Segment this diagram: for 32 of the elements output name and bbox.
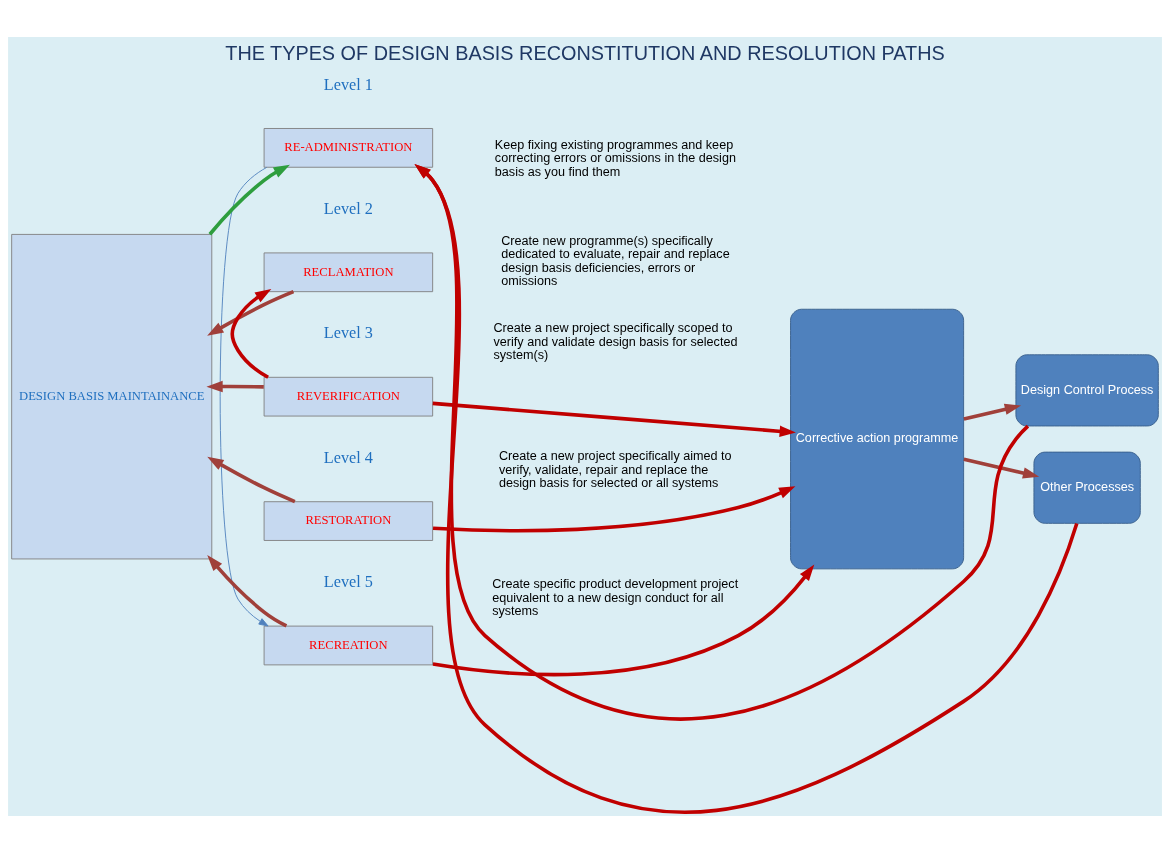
arrow [963,403,1022,421]
node-box: Other Processes [1033,451,1141,524]
node-box: RECREATION [263,625,434,666]
node-box: RESTORATION [263,501,434,541]
label: Create new programme(s) specifically dedicated to evaluate, repair and replace design basis deficiencies, errors or omissions [501,233,730,289]
node-box: RE-ADMINISTRATION [263,128,434,168]
label: Create a new project specifically scoped to verify and validate design basis for selected system(s) [493,321,738,363]
arrow [207,290,295,336]
arrow [208,164,290,236]
arrow [207,554,288,628]
node-box: REVERIFICATION [263,376,434,417]
node-box: Corrective action programme [790,308,965,570]
arrow [207,456,296,504]
label: Create specific product development project equivalent to a new design conduct for all systems [492,577,739,619]
label: Keep fixing existing programmes and keep correcting errors or omissions in the design basis as you find them [494,137,736,179]
node-label: Level 3 [323,324,373,343]
arrow [432,401,796,437]
node-box: DESIGN BASIS MAINTAINANCE [11,233,213,560]
diagram-title: THE TYPES OF DESIGN BASIS RECONSTITUTION AND RESOLUTION PATHS [225,42,945,65]
arrow [219,166,269,627]
node-box: Design Control Process [1015,354,1159,427]
node-label: Level 2 [323,200,373,219]
node-box: RECLAMATION [263,252,434,293]
arrow [206,380,264,393]
arrow [432,564,815,677]
label: Create a new project specifically aimed to verify, validate, repair and replace the design basis for selected or all systems [498,449,732,491]
arrow [432,486,796,533]
arrow [230,288,272,379]
node-label: Level 4 [323,448,373,467]
arrow [963,457,1040,479]
node-label: Level 5 [323,573,373,592]
node-label: Level 1 [323,75,373,94]
